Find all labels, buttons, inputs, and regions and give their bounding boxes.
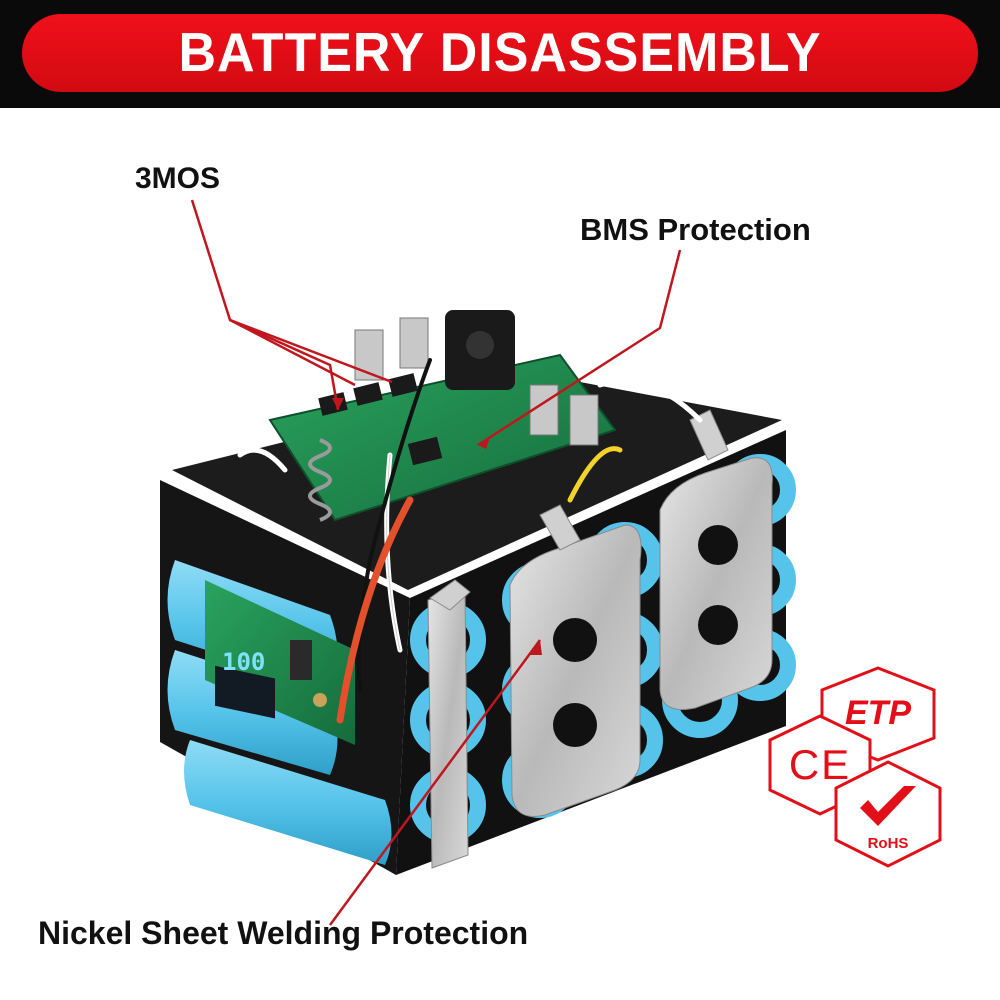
- certification-badges: ETP CE RoHS: [768, 666, 942, 868]
- terminal: [569, 394, 599, 446]
- spring: [308, 438, 332, 522]
- terminal: [354, 329, 384, 381]
- wires: [237, 358, 703, 724]
- nickel-sheets: [427, 409, 773, 869]
- nickel-hole: [698, 605, 738, 645]
- nickel-hole: [698, 525, 738, 565]
- etp-text: ETP: [845, 694, 911, 732]
- display-reading: 100: [222, 648, 265, 676]
- left-cell: [184, 740, 392, 865]
- callout-3mos: 3MOS: [135, 162, 221, 195]
- nickel-tab: [539, 504, 581, 551]
- charge-display-board: 100: [205, 580, 355, 745]
- nickel-sheet: [659, 457, 773, 710]
- rohs-check-icon: [860, 786, 916, 826]
- battery-pack: 100: [160, 310, 796, 875]
- callout-line-nickel: [328, 639, 542, 926]
- callout-lines: [190, 199, 682, 926]
- rohs-text: RoHS: [868, 835, 909, 852]
- callout-line-3mos-b: [229, 318, 356, 387]
- callout-line-3mos-c: [229, 318, 393, 384]
- callout-nickel-sheet: Nickel Sheet Welding Protection: [38, 915, 529, 951]
- nickel-hole: [553, 618, 597, 662]
- callout-arrowheads: [332, 398, 542, 655]
- pack-top-face: [172, 376, 782, 590]
- terminal: [399, 317, 429, 369]
- nickel-strip: [427, 589, 469, 869]
- callout-bms-protection: BMS Protection: [580, 212, 811, 247]
- nickel-tab: [689, 409, 729, 461]
- nickel-sheet: [509, 524, 642, 817]
- ce-text: CE: [789, 741, 851, 788]
- nickel-hole: [553, 703, 597, 747]
- callout-line-bms: [477, 249, 682, 447]
- nickel-tab: [429, 579, 471, 611]
- bms-board: [268, 310, 617, 522]
- banner-title: BATTERY DISASSEMBLY: [178, 22, 822, 84]
- callout-line-3mos: [190, 199, 340, 411]
- title-banner: BATTERY DISASSEMBLY: [22, 14, 978, 92]
